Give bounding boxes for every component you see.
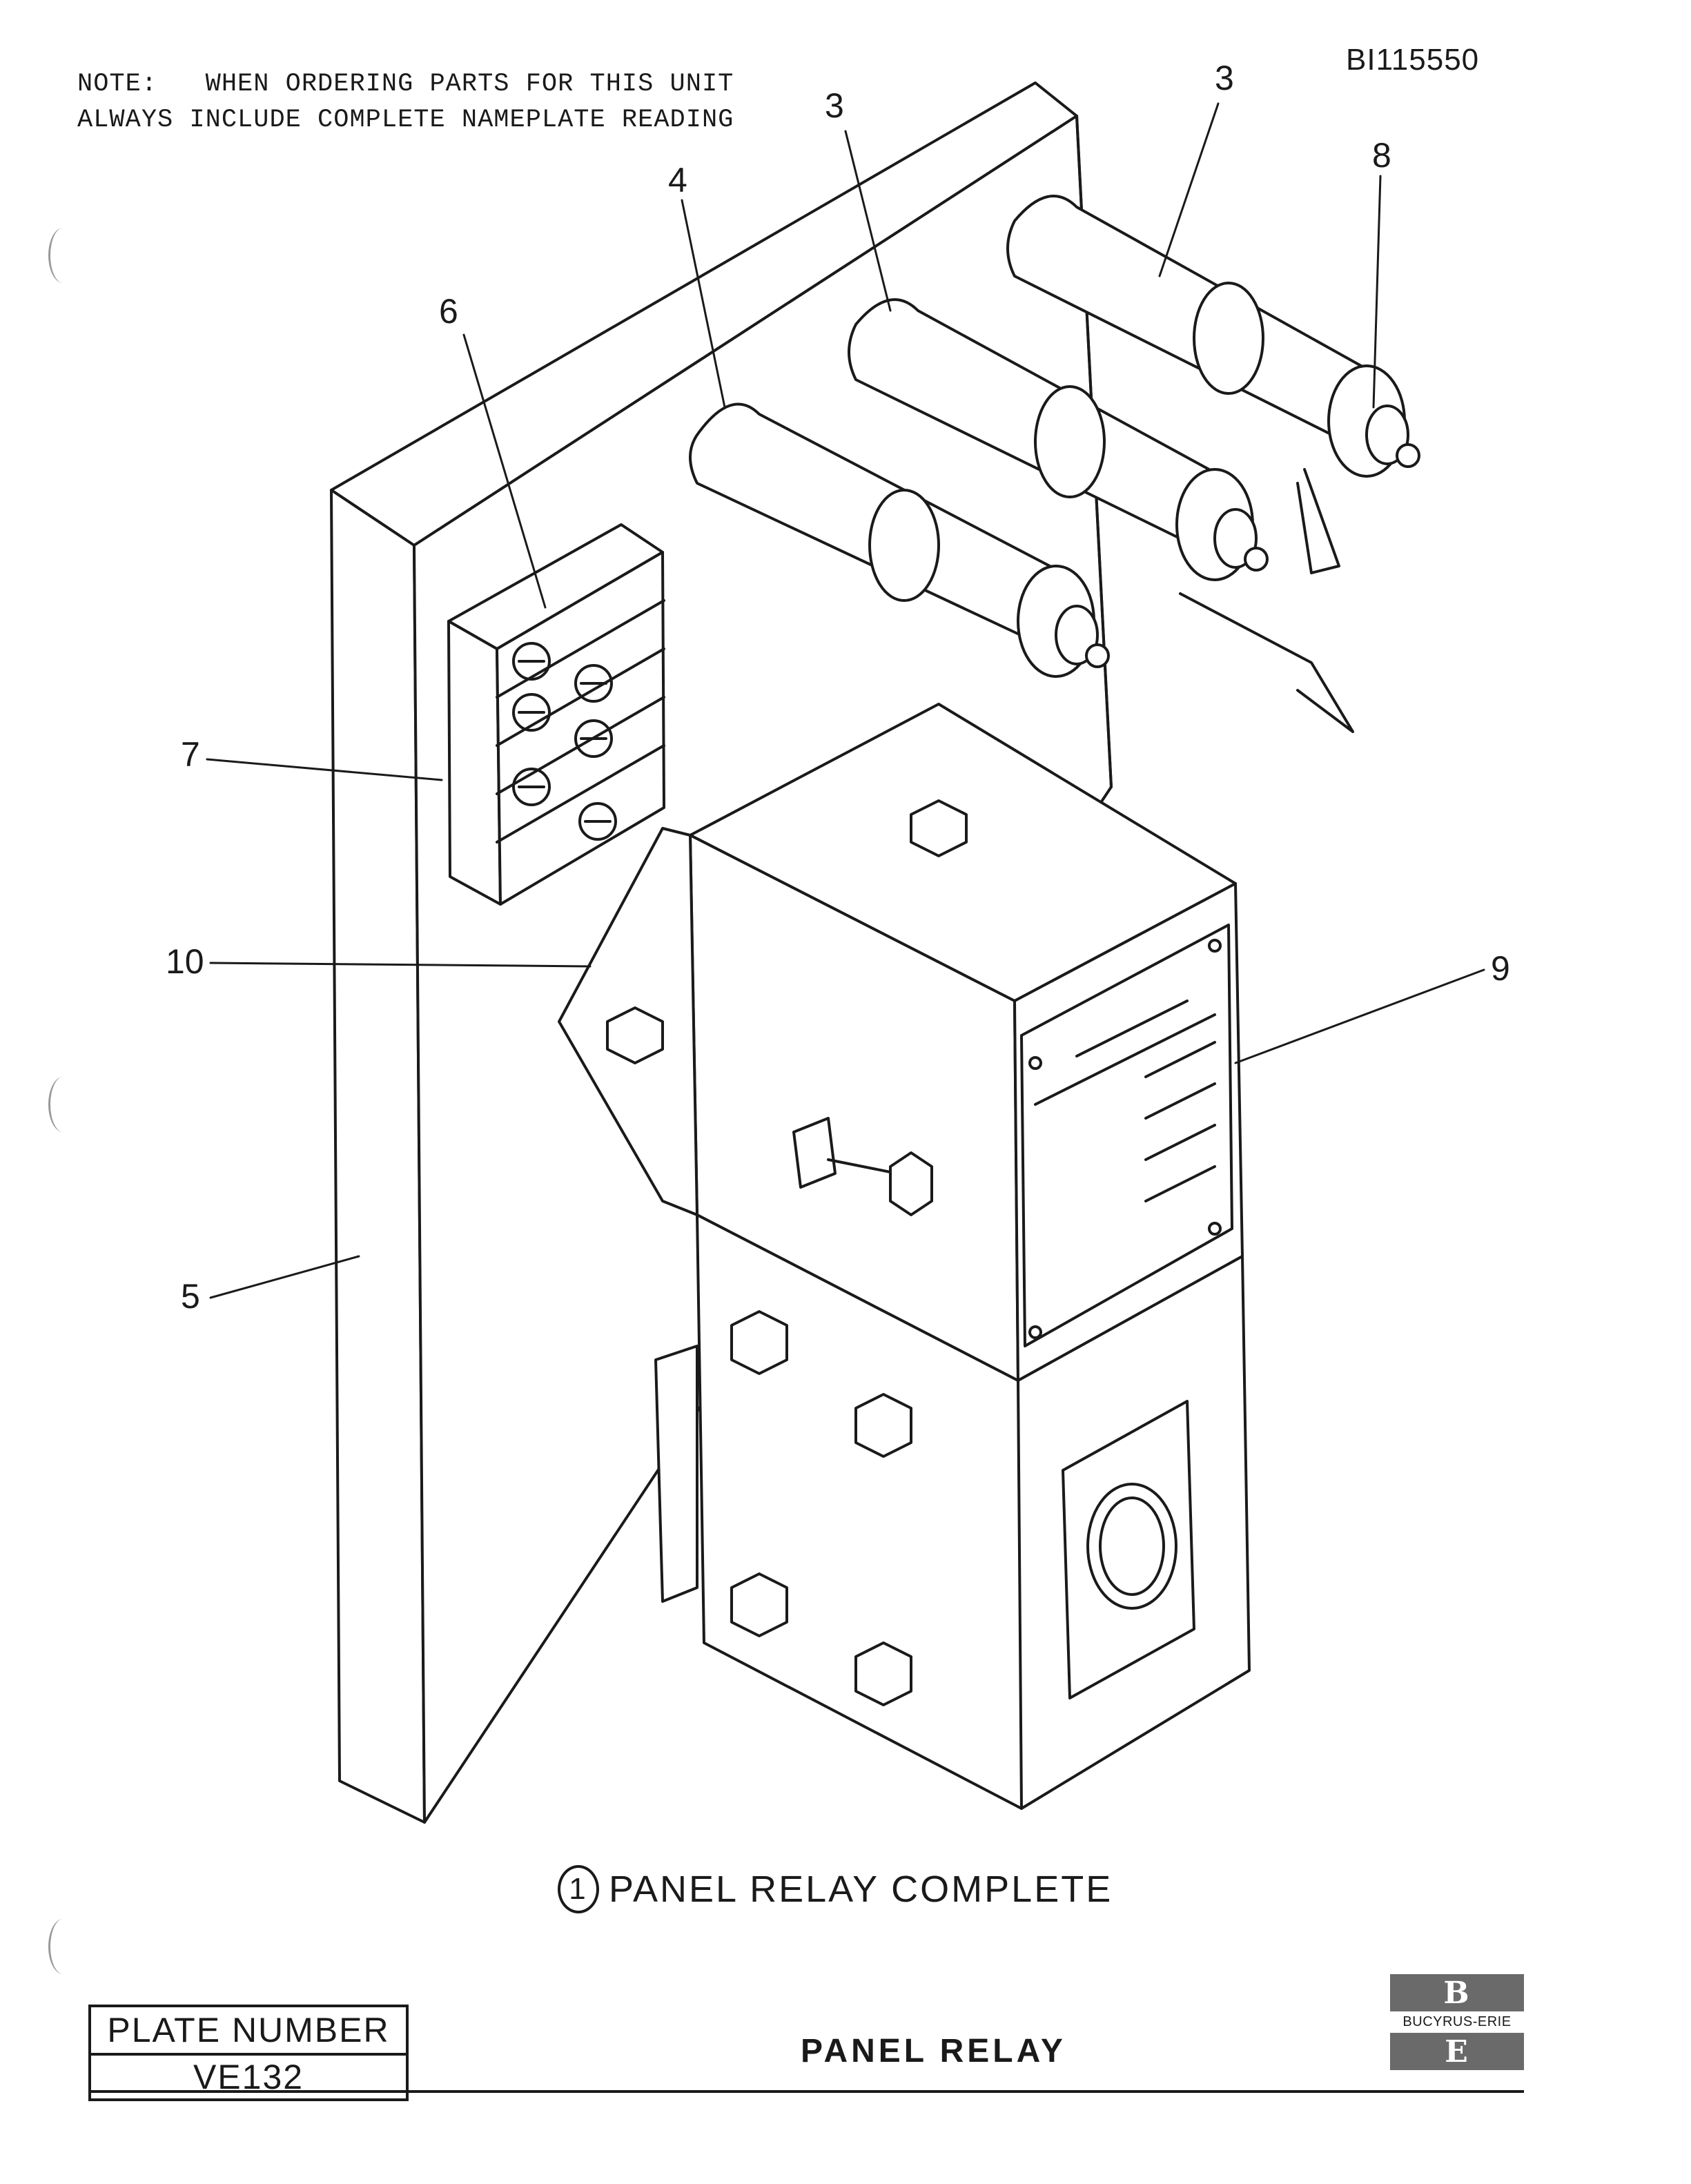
binder-hole-3 [48, 1919, 78, 1974]
callout-8: 8 [1372, 136, 1391, 175]
logo-letter-bottom: E [1390, 2033, 1524, 2070]
relay-housing-upper [689, 703, 1244, 1382]
document-id: BI115550 [1346, 43, 1480, 77]
callout-4: 4 [668, 161, 687, 199]
mounting-bracket [558, 827, 698, 1216]
capacitor-4 [689, 402, 1110, 678]
logo-text: BUCYRUS-ERIE [1402, 2014, 1512, 2029]
callout-10: 10 [166, 942, 204, 981]
terminal-block [447, 523, 665, 906]
note-line-1: NOTE: WHEN ORDERING PARTS FOR THIS UNIT [77, 70, 734, 99]
callout-3-middle: 3 [825, 86, 844, 125]
plate-number-label: PLATE NUMBER [91, 2007, 406, 2056]
leader-lines [206, 102, 1485, 1299]
callout-6: 6 [439, 292, 458, 331]
relay-housing-lower [654, 1213, 1251, 1810]
note-line-2: ALWAYS INCLUDE COMPLETE NAMEPLATE READIN… [77, 106, 734, 135]
capacitor-3-middle [848, 298, 1354, 733]
callout-5: 5 [181, 1277, 200, 1316]
caption-text: PANEL RELAY COMPLETE [609, 1869, 1113, 1910]
capacitor-3-top [1006, 195, 1420, 574]
title-block-rule [88, 2090, 1524, 2093]
plate-number-value: VE132 [193, 2058, 304, 2096]
ordering-note: NOTE: WHEN ORDERING PARTS FOR THIS UNIT … [77, 66, 734, 138]
callout-3-top: 3 [1215, 59, 1234, 97]
drawing-title: PANEL RELAY [801, 2033, 1066, 2069]
bucyrus-erie-logo: B BUCYRUS-ERIE E [1390, 1974, 1524, 2070]
plate-number-box: PLATE NUMBER VE132 [88, 2005, 409, 2101]
callout-9: 9 [1491, 949, 1510, 988]
binder-hole-1 [48, 228, 78, 283]
figure-caption: 1 PANEL RELAY COMPLETE [558, 1865, 1113, 1913]
binder-hole-2 [48, 1077, 78, 1132]
logo-letter-top: B [1390, 1974, 1524, 2011]
callout-7: 7 [181, 735, 200, 774]
caption-item-number: 1 [558, 1865, 599, 1913]
